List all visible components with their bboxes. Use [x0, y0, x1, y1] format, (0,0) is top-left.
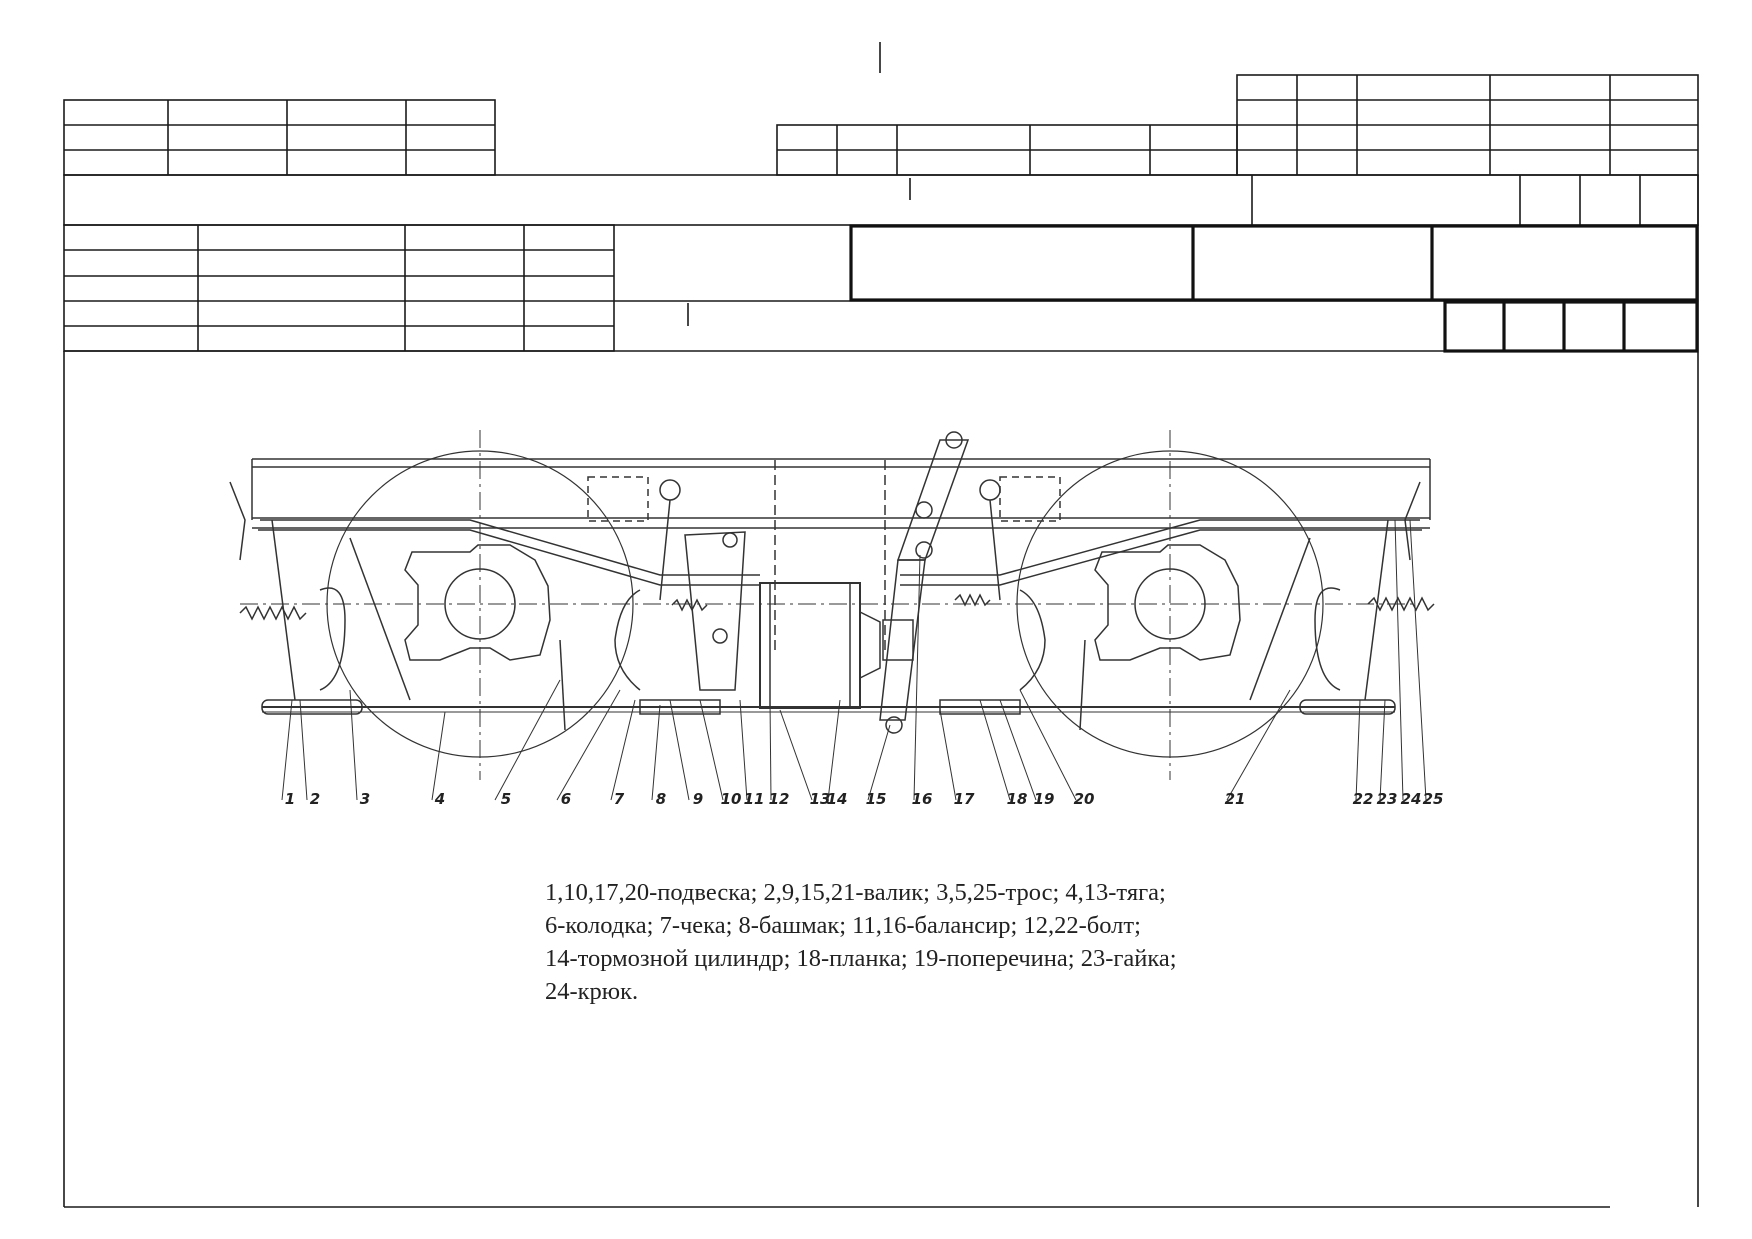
callout-14: 14 — [827, 790, 848, 808]
callout-22: 22 — [1353, 790, 1374, 808]
caption-line: 14-тормозной цилиндр; 18-планка; 19-попе… — [545, 945, 1177, 972]
callout-15: 15 — [866, 790, 887, 808]
title-block — [63, 42, 1699, 1208]
callout-9: 9 — [693, 790, 703, 808]
bogie-drawing — [229, 430, 1435, 780]
callout-13: 13 — [810, 790, 831, 808]
callout-5: 5 — [501, 790, 511, 808]
callout-25: 25 — [1423, 790, 1444, 808]
leader-lines — [281, 519, 1427, 801]
callout-23: 23 — [1377, 790, 1398, 808]
callout-8: 8 — [656, 790, 666, 808]
callout-24: 24 — [1401, 790, 1422, 808]
callout-19: 19 — [1034, 790, 1055, 808]
callout-18: 18 — [1007, 790, 1028, 808]
callout-11: 11 — [744, 790, 765, 808]
parts-legend-caption: 1,10,17,20-подвеска; 2,9,15,21-валик; 3,… — [545, 876, 1365, 1008]
title-block-bold-frame — [849, 224, 1699, 353]
callout-20: 20 — [1074, 790, 1095, 808]
callout-10: 10 — [721, 790, 742, 808]
caption-line: 1,10,17,20-подвеска; 2,9,15,21-валик; 3,… — [545, 879, 1166, 906]
callout-7: 7 — [614, 790, 625, 808]
callout-16: 16 — [912, 790, 933, 808]
callout-2: 2 — [310, 790, 320, 808]
callout-6: 6 — [561, 790, 571, 808]
caption-line: 24-крюк. — [545, 978, 639, 1005]
callout-12: 12 — [769, 790, 790, 808]
callout-3: 3 — [360, 790, 370, 808]
callout-17: 17 — [954, 790, 975, 808]
callout-4: 4 — [434, 790, 445, 808]
callout-1: 1 — [285, 790, 295, 808]
caption-line: 6-колодка; 7-чека; 8-башмак; 11,16-балан… — [545, 912, 1141, 939]
callout-21: 21 — [1225, 790, 1246, 808]
